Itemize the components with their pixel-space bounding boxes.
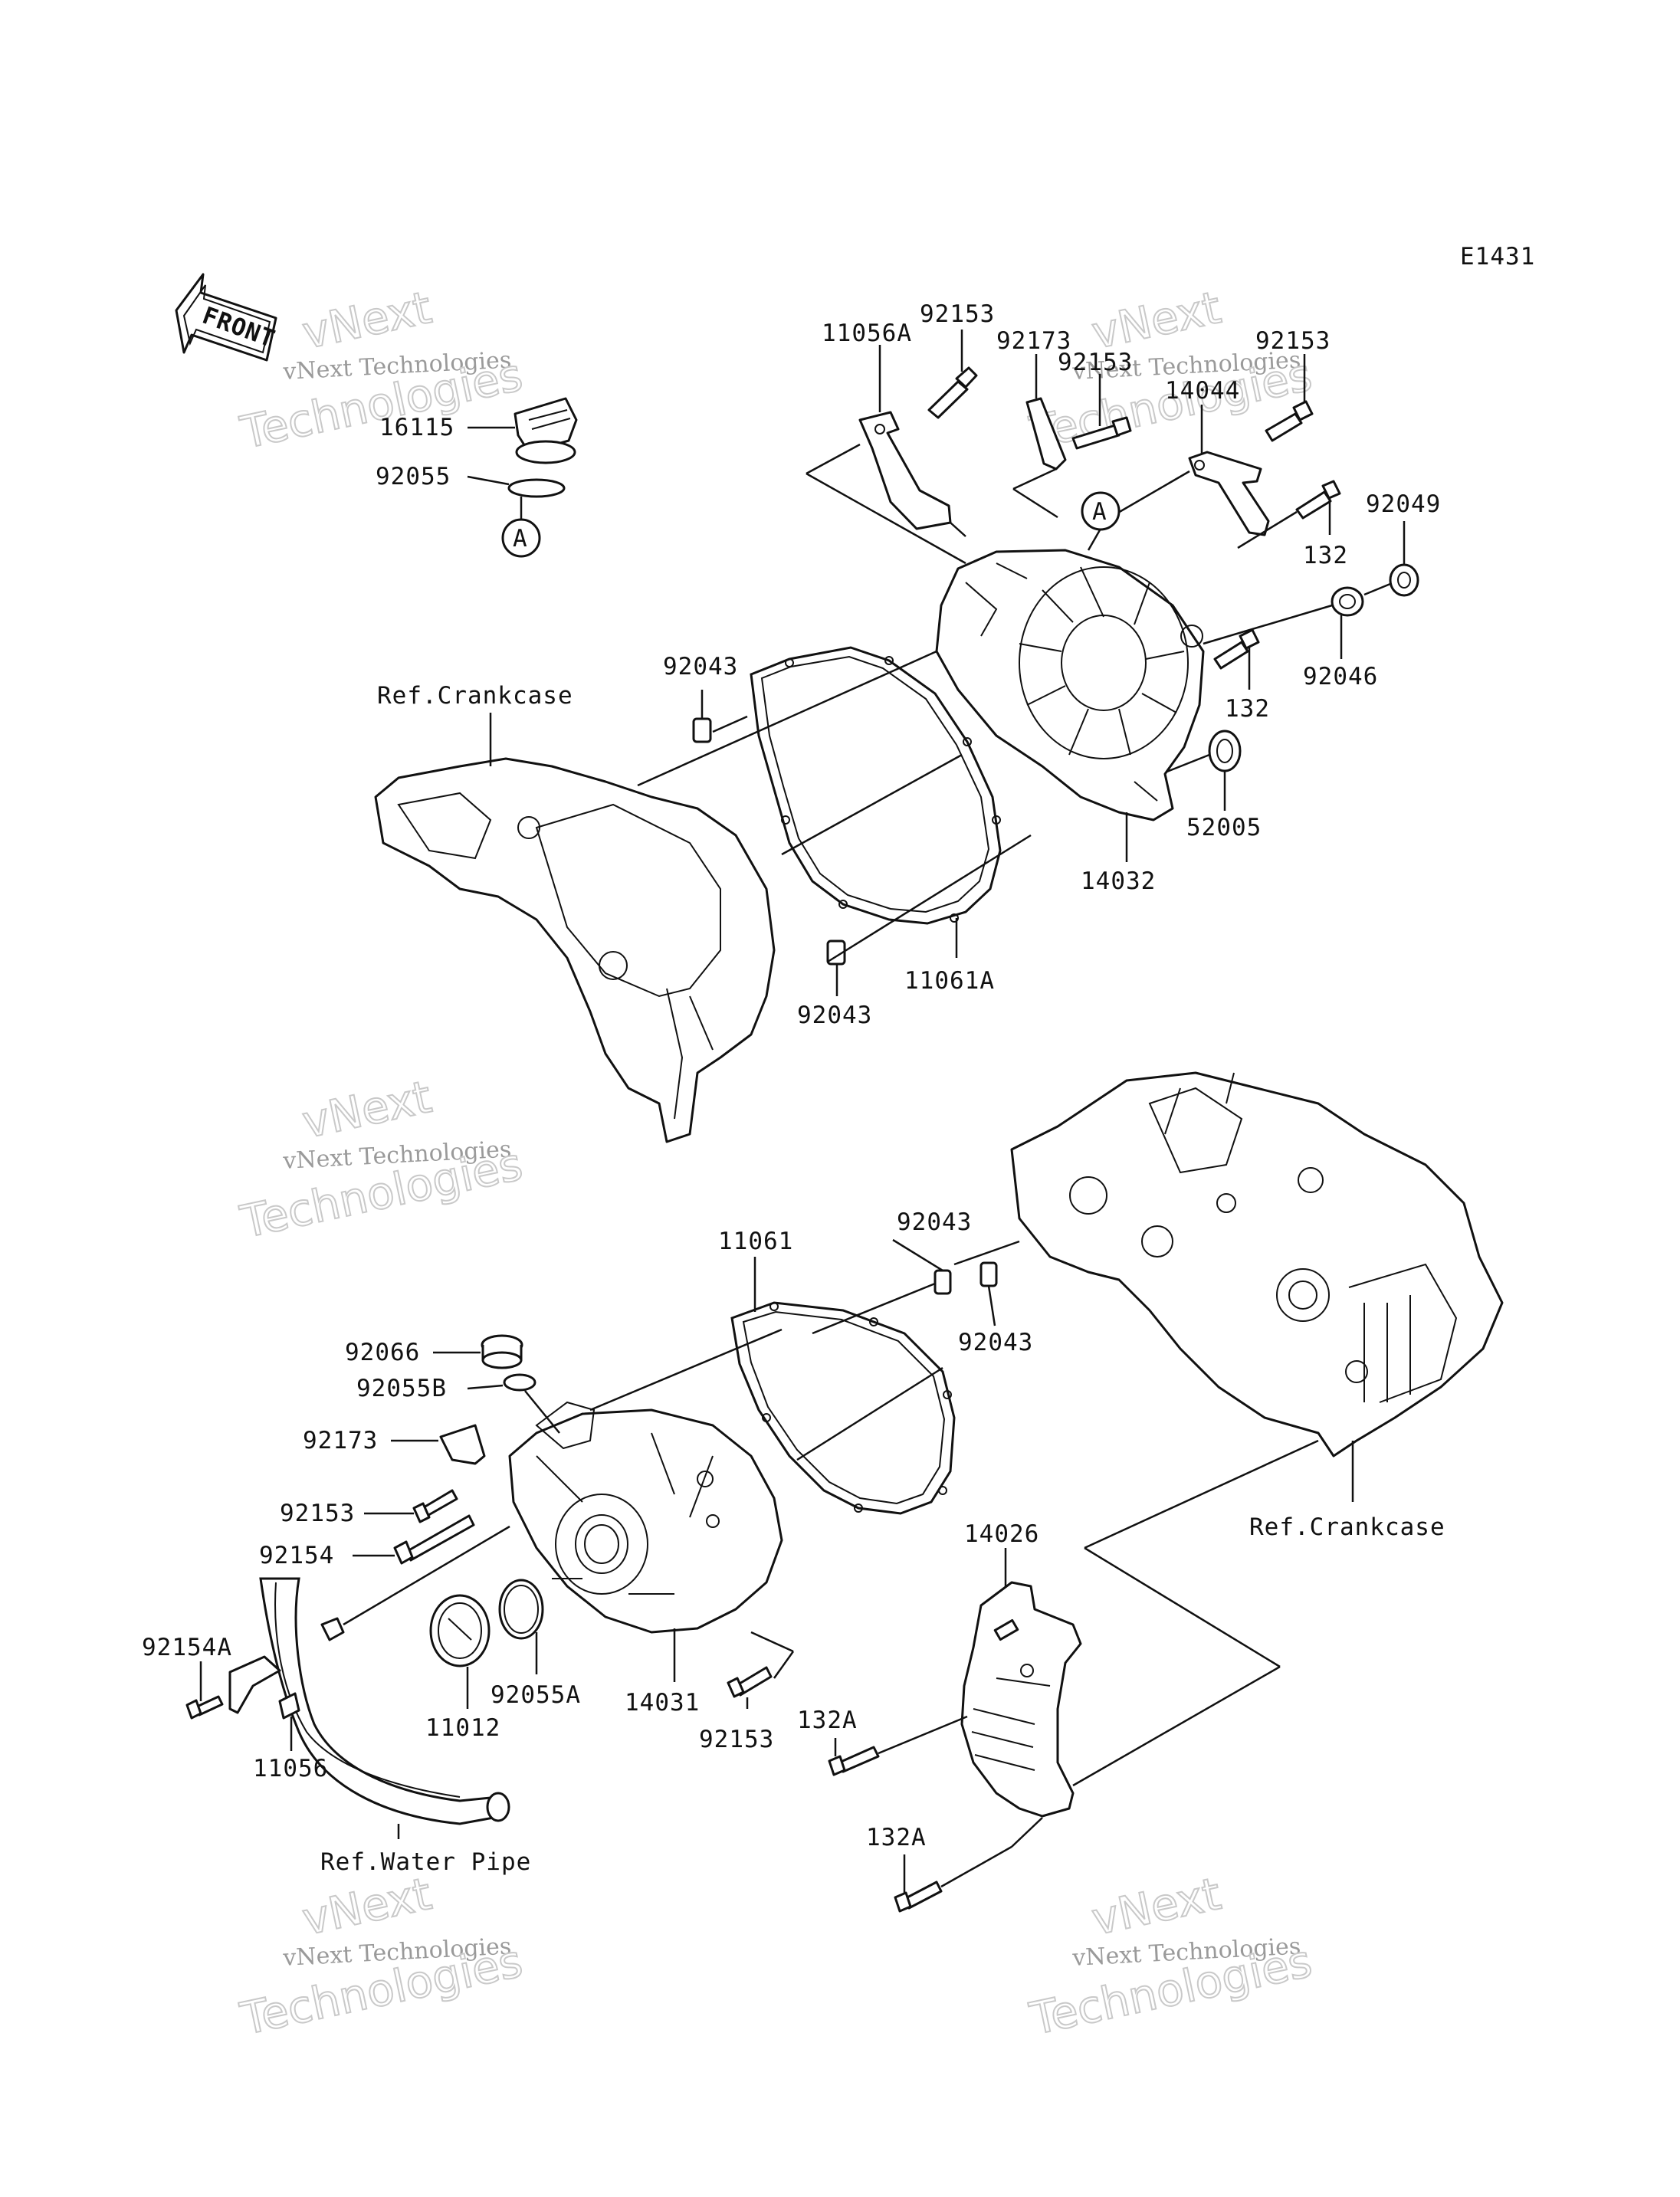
- seal-52005: [1208, 730, 1242, 772]
- label-14032: 14032: [1081, 867, 1156, 895]
- cover-14026: [960, 1581, 1082, 1818]
- label-132A-a: 132A: [797, 1707, 858, 1734]
- bolt-132A-b: [894, 1881, 943, 1913]
- label-132A-b: 132A: [866, 1824, 927, 1851]
- label-92153-c: 92153: [1255, 327, 1331, 355]
- watermark-text: vNext: [298, 281, 436, 359]
- callout-letter: A: [513, 525, 528, 553]
- watermark-top-right: vNext vNext Technologies Technologies: [1025, 280, 1317, 460]
- label-92153-a: 92153: [920, 300, 995, 328]
- bracket-14044: [1188, 451, 1270, 536]
- bearing-92046: [1331, 586, 1364, 617]
- ref-crankcase-bottom: Ref.Crankcase: [1249, 1513, 1445, 1541]
- crankcase-bottom: [1010, 1071, 1504, 1458]
- label-92043-d: 92043: [958, 1329, 1033, 1356]
- watermark-text: vNext: [298, 1867, 436, 1946]
- clamp-92173-a: [1025, 397, 1067, 471]
- label-11056A: 11056A: [822, 320, 912, 347]
- diagram-code: E1431: [1460, 243, 1535, 271]
- bracket-11056: [228, 1655, 300, 1720]
- label-92153-b: 92153: [1058, 349, 1133, 376]
- ref-crankcase-top: Ref.Crankcase: [377, 682, 573, 710]
- generator-cover-14031: [508, 1401, 783, 1634]
- label-52005: 52005: [1186, 814, 1262, 841]
- label-132-a: 132: [1303, 542, 1348, 569]
- bolt-92154: [393, 1514, 475, 1565]
- bolt-92153-a: [927, 366, 978, 419]
- label-92153-d: 92153: [280, 1500, 355, 1527]
- bolt-92154A: [185, 1695, 224, 1720]
- dowel-92043-c: [934, 1269, 952, 1295]
- label-92066: 92066: [345, 1339, 420, 1366]
- oil-filler-cap: [514, 397, 578, 464]
- watermark-bottom-left: vNext vNext Technologies Technologies: [235, 1867, 528, 2046]
- dowel-92043-a: [692, 717, 712, 743]
- clamp-92173-b: [439, 1424, 486, 1465]
- watermark-text: vNext: [298, 1071, 436, 1149]
- label-11012: 11012: [425, 1714, 500, 1742]
- callout-a-left: A: [501, 518, 541, 558]
- callout-letter: A: [1092, 498, 1107, 526]
- ref-water-pipe: Ref.Water Pipe: [320, 1848, 531, 1876]
- label-92043-c: 92043: [897, 1208, 972, 1236]
- label-92055: 92055: [376, 463, 451, 490]
- cap-11012: [429, 1594, 491, 1667]
- bracket-11056A: [858, 411, 952, 530]
- watermark-mid-left: vNext vNext Technologies Technologies: [235, 1070, 528, 1249]
- label-16115: 16115: [379, 414, 454, 441]
- bolt-92153-c: [1265, 400, 1314, 442]
- o-ring-92055: [507, 478, 566, 498]
- clutch-cover-14032: [935, 549, 1205, 821]
- watermark-text: vNext: [1088, 1867, 1226, 1946]
- gasket-11061: [730, 1301, 956, 1515]
- bolt-132-b: [1213, 628, 1260, 670]
- label-11056: 11056: [253, 1755, 328, 1782]
- label-14026: 14026: [964, 1520, 1039, 1548]
- label-92055A: 92055A: [491, 1681, 581, 1709]
- label-92154: 92154: [259, 1542, 334, 1569]
- label-92173-a: 92173: [996, 327, 1071, 355]
- label-14044: 14044: [1165, 377, 1240, 405]
- gasket-11061A: [750, 646, 1002, 925]
- bolt-92153-d: [412, 1489, 458, 1523]
- label-92046: 92046: [1303, 663, 1378, 690]
- watermark-bottom-right: vNext vNext Technologies Technologies: [1025, 1867, 1317, 2046]
- label-92043-b: 92043: [797, 1002, 872, 1029]
- label-11061: 11061: [718, 1228, 793, 1255]
- label-92043-a: 92043: [663, 653, 738, 680]
- bolt-132-a: [1295, 480, 1341, 520]
- seal-92049: [1389, 563, 1419, 597]
- label-92173-b: 92173: [303, 1427, 378, 1454]
- callout-a-right: A: [1081, 491, 1121, 531]
- plug-92066: [481, 1334, 523, 1369]
- label-11061A: 11061A: [904, 967, 995, 995]
- label-92049: 92049: [1366, 490, 1441, 518]
- label-92055B: 92055B: [356, 1375, 447, 1402]
- label-132-b: 132: [1225, 695, 1270, 723]
- o-ring-92055B: [503, 1373, 536, 1392]
- front-arrow-icon: FRONT: [175, 273, 279, 362]
- bolt-92153-b: [1071, 416, 1132, 450]
- o-ring-92055A: [498, 1579, 544, 1640]
- bolt-132A-a: [828, 1746, 880, 1776]
- dowel-92043-d: [979, 1261, 998, 1287]
- label-92153-e: 92153: [699, 1726, 774, 1753]
- bolt-92153-e: [727, 1666, 773, 1698]
- crankcase-top: [374, 757, 776, 1143]
- label-14031: 14031: [625, 1689, 700, 1717]
- label-92154A: 92154A: [142, 1634, 232, 1661]
- watermark-text: vNext: [1088, 281, 1226, 359]
